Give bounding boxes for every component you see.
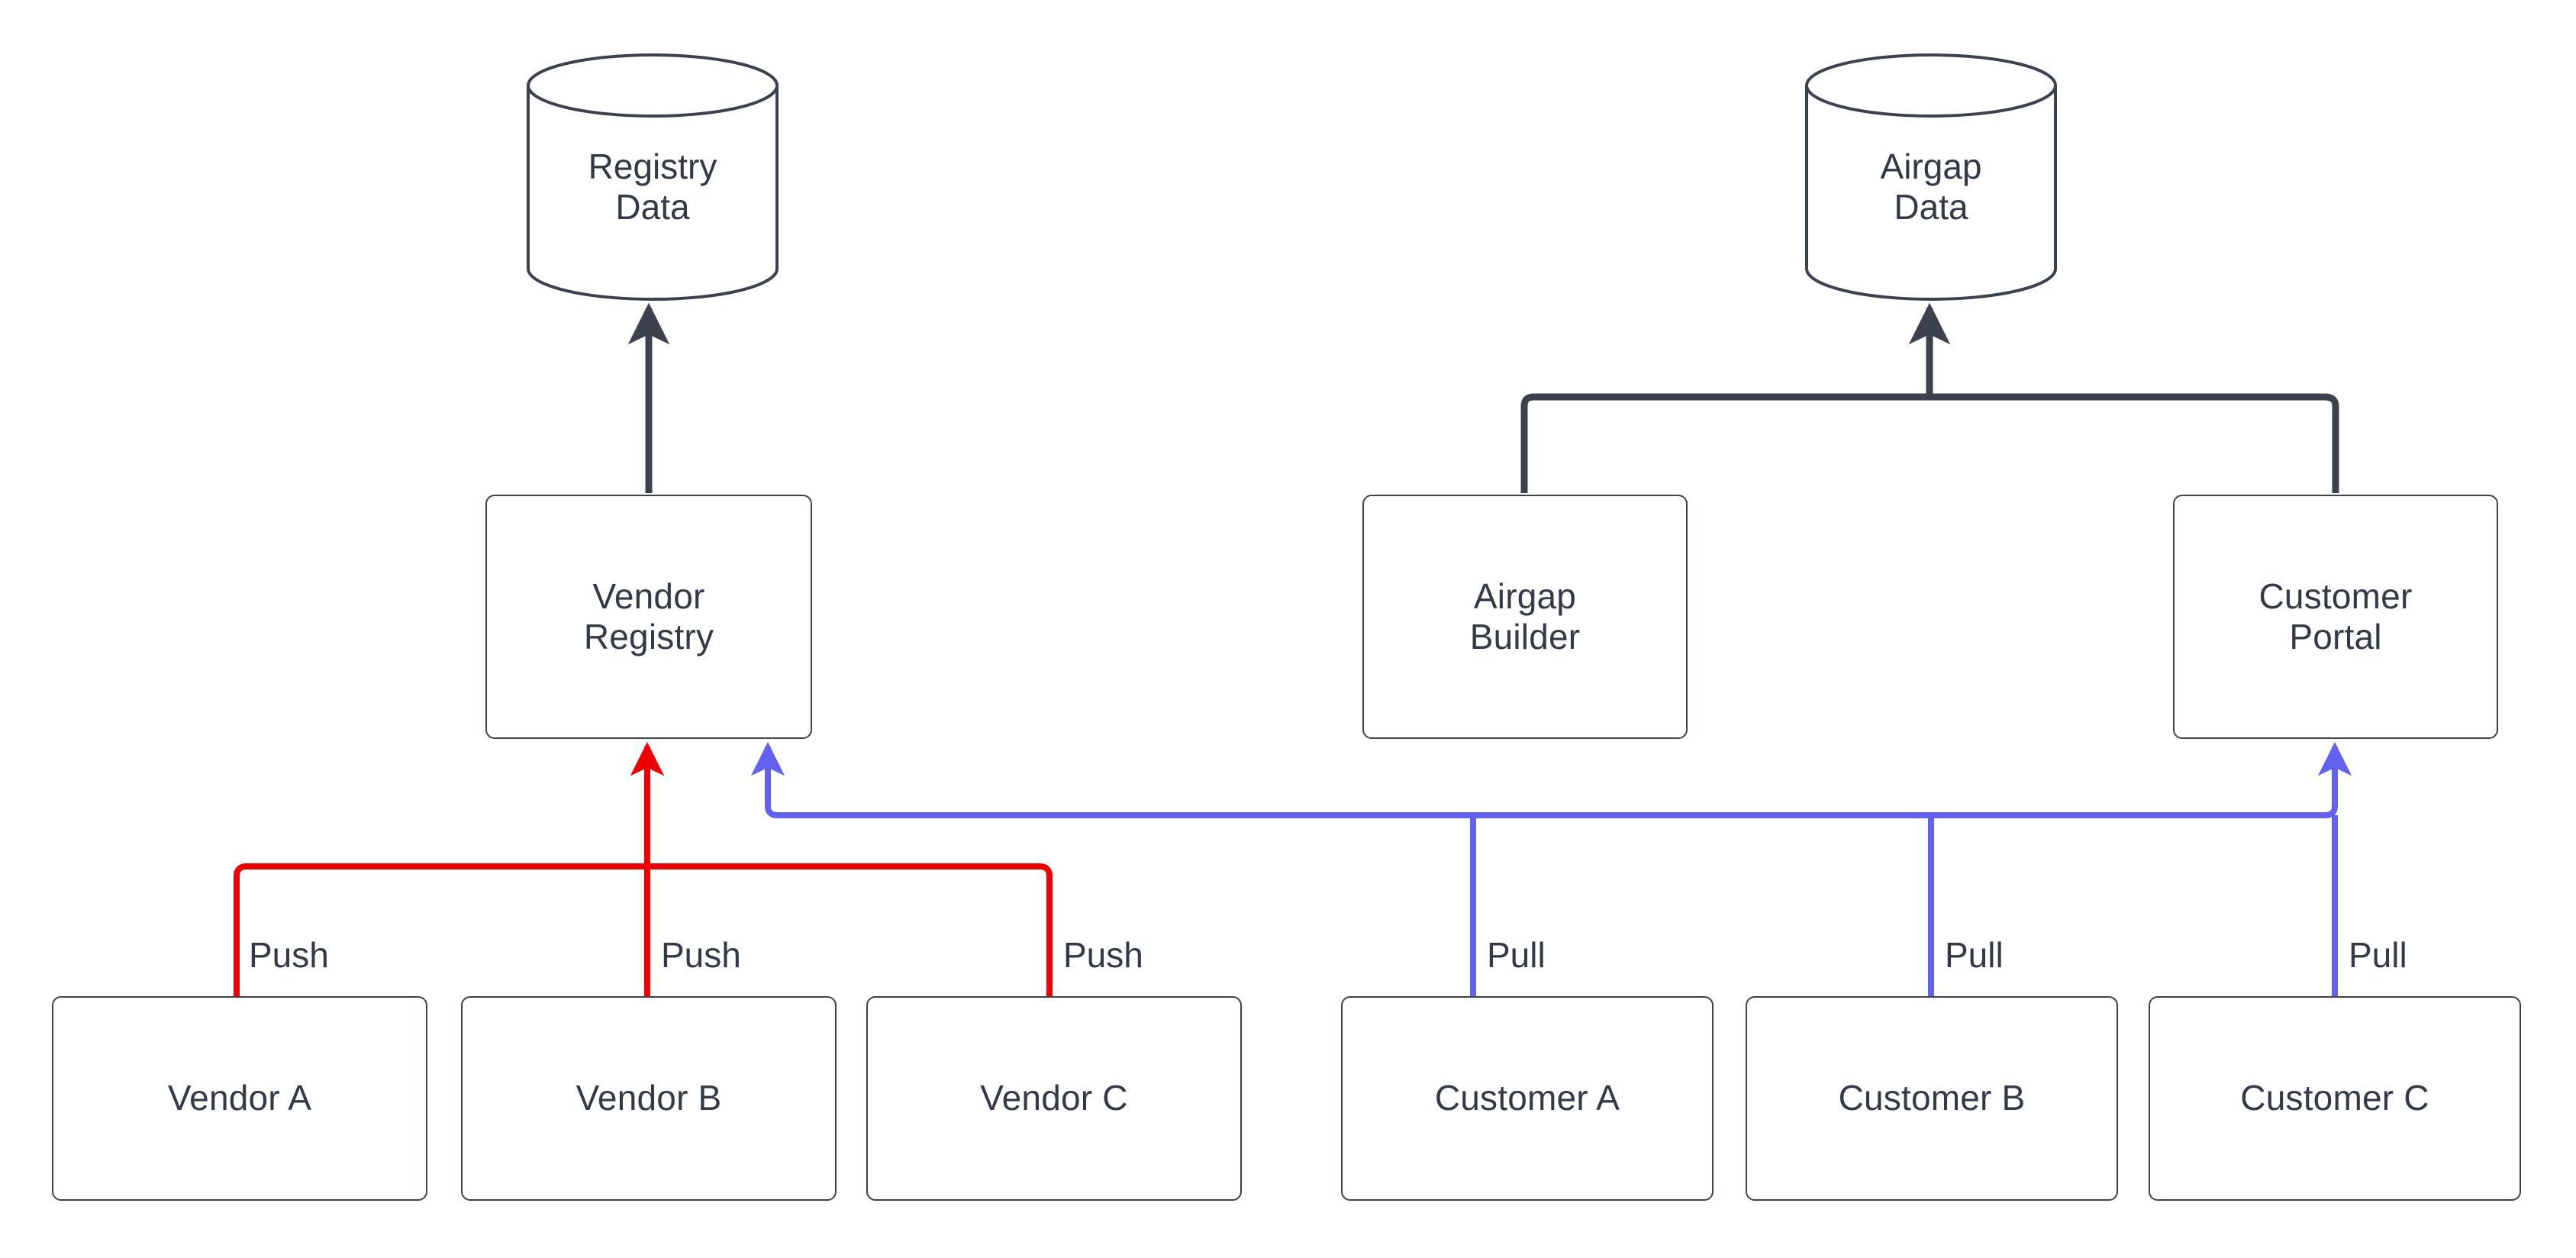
node-customer-c[interactable]: Customer C — [2149, 996, 2521, 1201]
edge-airgap-tree-to-airgap-data — [1520, 393, 2339, 493]
edge-push-bus — [234, 863, 1053, 996]
store-registry-data[interactable]: Registry Data — [527, 53, 779, 301]
node-customer-a[interactable]: Customer A — [1341, 996, 1714, 1201]
cylinder-shape — [527, 53, 779, 301]
cylinder-shape — [1805, 53, 2057, 301]
edge-label-pull-customer-b: Pull — [1945, 935, 2004, 975]
node-vendor-registry[interactable]: Vendor Registry — [485, 495, 812, 739]
edge-label-push-vendor-c: Push — [1063, 935, 1143, 975]
store-airgap-data[interactable]: Airgap Data — [1805, 53, 2057, 301]
node-vendor-c[interactable]: Vendor C — [866, 996, 1242, 1201]
edge-label-push-vendor-a: Push — [249, 935, 329, 975]
node-customer-b[interactable]: Customer B — [1746, 996, 2118, 1201]
edge-label-pull-customer-c: Pull — [2349, 935, 2407, 975]
node-vendor-b[interactable]: Vendor B — [461, 996, 837, 1201]
edge-label-pull-customer-a: Pull — [1487, 935, 1546, 975]
node-customer-portal[interactable]: Customer Portal — [2173, 495, 2498, 739]
edge-pull-bus — [750, 742, 2352, 818]
node-airgap-builder[interactable]: Airgap Builder — [1362, 495, 1688, 739]
edge-label-push-vendor-b: Push — [661, 935, 741, 975]
node-vendor-a[interactable]: Vendor A — [52, 996, 427, 1201]
